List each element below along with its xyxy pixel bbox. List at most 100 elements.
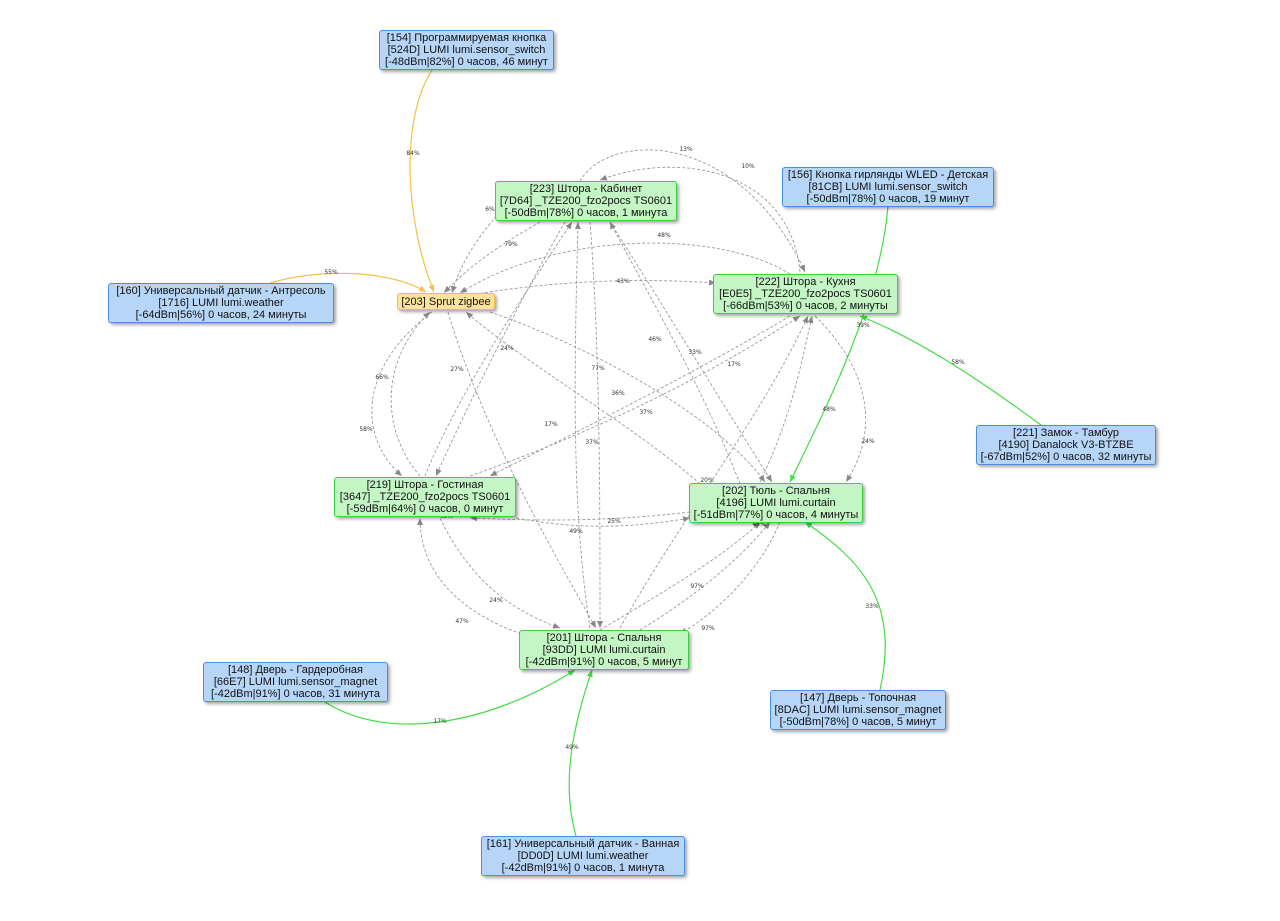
edge-n219-n203 bbox=[390, 311, 431, 477]
node-156-line-1: [156] Кнопка гирлянды WLED - Детская bbox=[787, 169, 989, 181]
edge-n202-n222 bbox=[759, 315, 814, 483]
edge-n223-n219 bbox=[435, 221, 566, 477]
edge-label: 24% bbox=[489, 597, 503, 604]
edge-n219-n223 bbox=[424, 221, 573, 477]
edge-n221-n222 bbox=[859, 315, 1046, 429]
node-221-line-1: [221] Замок - Тамбур bbox=[1013, 427, 1119, 439]
edge-label: 66% bbox=[375, 374, 389, 381]
edge-label: 20% bbox=[700, 477, 714, 484]
node-154-line-2: [524D] LUMI lumi.sensor_switch bbox=[387, 44, 546, 56]
node-219-line-1: [219] Штора - Гостиная bbox=[366, 479, 484, 491]
edge-n201-n222 bbox=[619, 315, 809, 629]
edge-label: 79% bbox=[504, 241, 518, 248]
node-222-line-1: [222] Штора - Кухня bbox=[755, 276, 856, 288]
node-201[interactable]: [201] Штора - Спальня [93DD] LUMI lumi.c… bbox=[519, 630, 689, 670]
edge-label: 49% bbox=[569, 528, 583, 535]
edge-label: 45% bbox=[752, 521, 766, 528]
node-160-line-1: [160] Универсальный датчик - Антресоль bbox=[116, 285, 326, 297]
edge-label: 24% bbox=[861, 438, 875, 445]
edge-n201-n202 bbox=[599, 521, 761, 631]
edge-label: 27% bbox=[450, 366, 464, 373]
node-221-line-3: [-67dBm|52%] 0 часов, 32 минуты bbox=[980, 451, 1152, 463]
edge-n202-n203 bbox=[465, 311, 701, 485]
edge-label: 48% bbox=[822, 406, 836, 413]
edge-label: 37% bbox=[585, 439, 599, 446]
edge-n156-n202 bbox=[789, 205, 889, 483]
node-147[interactable]: [147] Дверь - Топочная [8DAC] LUMI lumi.… bbox=[770, 690, 946, 730]
node-154[interactable]: [154] Программируемая кнопка [524D] LUMI… bbox=[379, 30, 554, 70]
node-148-line-1: [148] Дверь - Гардеробная bbox=[228, 664, 363, 676]
node-223-line-1: [223] Штора - Кабинет bbox=[529, 183, 643, 195]
node-160[interactable]: [160] Универсальный датчик - Антресоль [… bbox=[108, 283, 334, 323]
edge-n147-n202 bbox=[804, 521, 886, 691]
node-201-line-1: [201] Штора - Спальня bbox=[546, 632, 662, 644]
edge-label: 46% bbox=[648, 336, 662, 343]
edge-n201-n219 bbox=[417, 517, 541, 641]
edge-n148-n201 bbox=[321, 669, 576, 725]
node-202[interactable]: [202] Тюль - Спальня [4196] LUMI lumi.cu… bbox=[689, 483, 863, 523]
edge-n202-n223 bbox=[609, 221, 741, 485]
node-156[interactable]: [156] Кнопка гирлянды WLED - Детская [81… bbox=[782, 167, 994, 207]
node-161-line-1: [161] Универсальный датчик - Ванная bbox=[486, 838, 680, 850]
node-219-line-2: [3647] _TZE200_fzo2pocs TS0601 bbox=[339, 491, 511, 503]
node-203[interactable]: [203] Sprut zigbee bbox=[397, 293, 495, 310]
edge-n161-n201 bbox=[568, 669, 593, 837]
edge-n223-n203 bbox=[451, 211, 501, 294]
node-147-line-1: [147] Дверь - Топочная bbox=[799, 692, 917, 704]
edge-label: 47% bbox=[455, 618, 469, 625]
edge-label: 49% bbox=[565, 744, 579, 751]
edge-n202-n219 bbox=[469, 511, 691, 522]
edge-n222-n223 bbox=[599, 166, 801, 273]
edge-label: 33% bbox=[688, 349, 702, 356]
edge-n201-n223 bbox=[574, 221, 591, 629]
node-201-line-2: [93DD] LUMI lumi.curtain bbox=[542, 644, 666, 656]
node-161-line-3: [-42dBm|91%] 0 часов, 1 минута bbox=[501, 862, 665, 874]
edge-label: 17% bbox=[727, 361, 741, 368]
node-221-line-2: [4190] Danalock V3-BTZBE bbox=[998, 439, 1134, 451]
edge-n203-n202 bbox=[489, 311, 766, 483]
edge-n203-n201 bbox=[447, 311, 597, 629]
node-154-line-1: [154] Программируемая кнопка bbox=[386, 32, 547, 44]
edge-n154-n203 bbox=[409, 69, 435, 293]
edge-n160-n203 bbox=[269, 272, 427, 293]
node-223-line-2: [7D64] _TZE200_fzo2pocs TS0601 bbox=[499, 195, 673, 207]
edge-label: 13% bbox=[679, 146, 693, 153]
edge-label: 58% bbox=[951, 359, 965, 366]
node-222-line-2: [E0E5] _TZE200_fzo2pocs TS0601 bbox=[719, 288, 892, 300]
node-147-line-3: [-50dBm|78%] 0 часов, 5 минут bbox=[779, 716, 937, 728]
node-160-line-2: [1716] LUMI lumi.weather bbox=[158, 297, 284, 309]
node-203-line-1: [203] Sprut zigbee bbox=[401, 296, 491, 308]
edge-n219-n202 bbox=[515, 516, 691, 527]
node-222[interactable]: [222] Штора - Кухня [E0E5] _TZE200_fzo2p… bbox=[713, 274, 898, 314]
edge-n203-n219 bbox=[371, 311, 433, 477]
node-148[interactable]: [148] Дверь - Гардеробная [66E7] LUMI lu… bbox=[203, 662, 388, 702]
edge-label: 25% bbox=[607, 518, 621, 525]
edge-n219-n201 bbox=[439, 517, 561, 629]
edge-n223-n222 bbox=[579, 149, 806, 273]
node-223-line-3: [-50dBm|78%] 0 часов, 1 минута bbox=[504, 207, 668, 219]
node-221[interactable]: [221] Замок - Тамбур [4190] Danalock V3-… bbox=[976, 425, 1156, 465]
edge-n201-n202 bbox=[639, 521, 771, 631]
node-202-line-3: [-51dBm|77%] 0 часов, 4 минуты bbox=[693, 509, 859, 521]
node-147-line-2: [8DAC] LUMI lumi.sensor_magnet bbox=[774, 704, 942, 716]
edge-label: 17% bbox=[433, 718, 447, 725]
node-148-line-2: [66E7] LUMI lumi.sensor_magnet bbox=[213, 676, 378, 688]
edge-label: 33% bbox=[865, 603, 879, 610]
node-222-line-3: [-66dBm|53%] 0 часов, 2 минуты bbox=[723, 300, 888, 312]
node-161-line-2: [DD0D] LUMI lumi.weather bbox=[517, 850, 649, 862]
edge-label: 37% bbox=[639, 409, 653, 416]
edge-label: 43% bbox=[616, 278, 630, 285]
node-223[interactable]: [223] Штора - Кабинет [7D64] _TZE200_fzo… bbox=[495, 181, 677, 221]
node-219[interactable]: [219] Штора - Гостиная [3647] _TZE200_fz… bbox=[334, 477, 516, 517]
node-161[interactable]: [161] Универсальный датчик - Ванная [DD0… bbox=[481, 836, 685, 876]
edge-label: 39% bbox=[856, 322, 870, 329]
edge-n222-n203 bbox=[459, 242, 791, 294]
edge-label: 36% bbox=[611, 390, 625, 397]
edge-label: 48% bbox=[657, 232, 671, 239]
node-156-line-3: [-50dBm|78%] 0 часов, 19 минут bbox=[806, 193, 970, 205]
edge-label-layer: 84%55%39%58%33%17%49%13%10%79%6%48%43%66… bbox=[324, 146, 965, 751]
edge-label: 84% bbox=[406, 150, 420, 157]
node-202-line-1: [202] Тюль - Спальня bbox=[722, 485, 830, 497]
edge-label: 58% bbox=[359, 426, 373, 433]
